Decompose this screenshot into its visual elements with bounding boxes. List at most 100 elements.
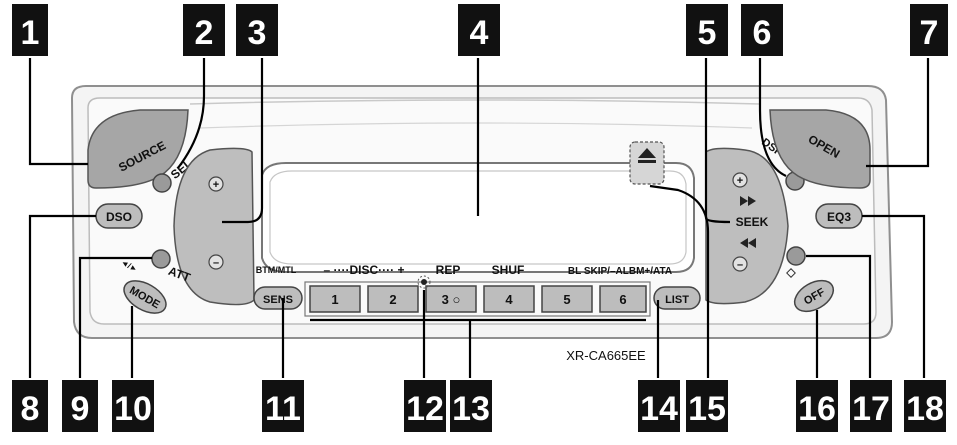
volume-rocker[interactable]: + –	[173, 147, 255, 306]
seek-up-icon	[732, 172, 748, 188]
preset-label-2: 2	[389, 292, 396, 307]
callout-box	[12, 380, 48, 432]
preset-button-4[interactable]: 4	[483, 285, 535, 313]
sens-label: SENS	[263, 294, 293, 306]
callout-number: 2	[195, 14, 214, 52]
leader-8	[28, 214, 96, 378]
callout-18: 18	[904, 380, 946, 432]
callout-11: 11	[262, 380, 304, 432]
dso-label: DSO	[106, 210, 132, 224]
callout-box	[741, 4, 783, 56]
seek-down-icon	[732, 256, 748, 272]
callout-6: 6	[741, 4, 783, 56]
leader-lines	[28, 58, 930, 378]
off-button[interactable]: OFF	[789, 274, 838, 318]
leader-3	[222, 58, 264, 224]
rep-label: REP	[436, 263, 461, 277]
release-icon	[786, 268, 796, 278]
list-label: LIST	[665, 294, 689, 306]
callout-12: 12	[404, 380, 446, 432]
rewind-icon	[740, 238, 756, 248]
callout-number: 8	[21, 390, 40, 428]
callout-box	[686, 4, 728, 56]
preset-button-6[interactable]: 6	[599, 285, 647, 313]
leader-7	[866, 58, 930, 168]
fast-forward-icon	[740, 196, 756, 206]
callout-box	[458, 4, 500, 56]
callout-4: 4	[458, 4, 500, 56]
release-button[interactable]	[786, 246, 806, 278]
callout-number: 18	[906, 390, 944, 428]
seek-label: SEEK	[736, 215, 769, 229]
preset-label-5: 5	[563, 292, 570, 307]
callout-box	[450, 380, 492, 432]
preset-label-4: 4	[505, 292, 513, 307]
model-number: XR-CA665EE	[566, 348, 646, 363]
callout-box	[638, 380, 680, 432]
callout-box	[62, 380, 98, 432]
callout-number: 3	[248, 14, 267, 52]
callout-9: 9	[62, 380, 98, 432]
receptor-indicator	[417, 275, 431, 289]
callout-box	[686, 380, 728, 432]
callout-box	[262, 380, 304, 432]
callout-15: 15	[686, 380, 728, 432]
source-button[interactable]: SOURCE	[87, 109, 189, 189]
eject-button[interactable]	[629, 141, 665, 185]
callout-box	[112, 380, 154, 432]
callout-number: 4	[470, 14, 489, 52]
eject-icon	[638, 148, 656, 158]
volume-up-icon	[208, 176, 224, 192]
open-button[interactable]: OPEN	[769, 109, 871, 189]
volume-up-label: +	[213, 179, 219, 191]
callout-number: 14	[640, 390, 678, 428]
callout-number: 6	[753, 14, 772, 52]
preset-label-3: 3 ○	[442, 292, 461, 307]
callout-13: 13	[450, 380, 492, 432]
dso-button[interactable]: DSO	[95, 203, 143, 229]
leader-15	[649, 184, 710, 378]
display-window	[261, 162, 695, 273]
volume-down-label: –	[213, 257, 219, 269]
eq3-button[interactable]: EQ3	[815, 203, 863, 229]
preset-button-2[interactable]: 2	[367, 285, 419, 313]
volume-down-icon	[208, 254, 224, 270]
leader-2	[177, 58, 206, 169]
callout-3: 3	[236, 4, 278, 56]
callout-box	[796, 380, 838, 432]
callout-number: 5	[698, 14, 717, 52]
preset-label-1: 1	[331, 292, 338, 307]
preset-button-5[interactable]: 5	[541, 285, 593, 313]
callout-2: 2	[183, 4, 225, 56]
preset-button-1[interactable]: 1	[309, 285, 361, 313]
preset-button-3[interactable]: 3 ○	[425, 285, 477, 313]
callout-number: 1	[21, 14, 40, 52]
callout-number: 10	[114, 390, 152, 428]
callout-7: 7	[910, 4, 948, 56]
leader-9	[78, 256, 152, 378]
callout-17: 17	[850, 380, 892, 432]
shuf-label: SHUF	[492, 263, 525, 277]
leader-17	[806, 254, 872, 378]
callout-10: 10	[112, 380, 154, 432]
callout-box	[910, 4, 948, 56]
preset-label-6: 6	[619, 292, 626, 307]
seek-down-label: –	[737, 259, 743, 271]
callout-number: 7	[920, 14, 939, 52]
callout-number: 12	[406, 390, 444, 428]
seek-rocker[interactable]: + SEEK –	[705, 147, 789, 305]
disc-label: – ····DISC···· +	[324, 263, 405, 277]
callout-box	[183, 4, 225, 56]
seek-up-label: +	[737, 175, 743, 187]
callout-1: 1	[12, 4, 48, 56]
sens-button[interactable]: SENS	[253, 286, 303, 310]
callout-14: 14	[638, 380, 680, 432]
callout-box	[12, 4, 48, 56]
eq3-label: EQ3	[827, 210, 851, 224]
list-button[interactable]: LIST	[653, 286, 701, 310]
preset-group-frame	[304, 281, 651, 317]
callout-16: 16	[796, 380, 838, 432]
